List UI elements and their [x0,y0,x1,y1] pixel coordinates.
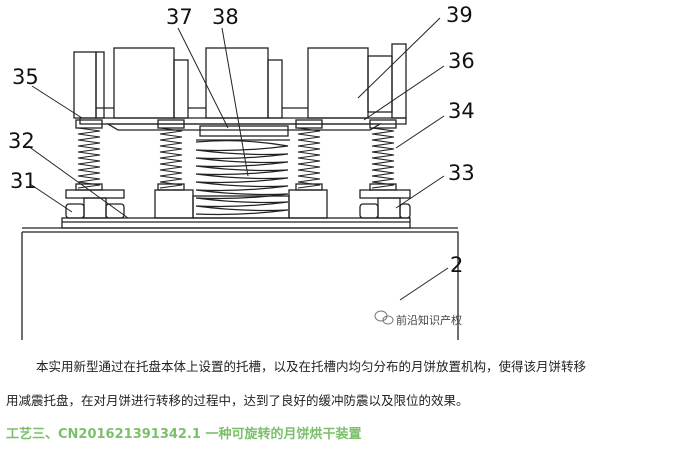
paragraph-line-2: 用减震托盘，在对月饼进行转移的过程中，达到了良好的缓冲防震以及限位的效果。 [6,393,469,408]
watermark: 前沿知识产权 [374,310,462,327]
patent-drawing: 37 38 39 35 36 34 32 31 33 2 前沿知识产权 [8,3,475,340]
callout-37: 37 [166,5,193,29]
leader-lines [27,17,449,301]
base-body [21,227,459,340]
bottom-plate [61,217,411,229]
callout-2: 2 [450,253,463,277]
callout-36: 36 [448,49,475,73]
callout-38: 38 [212,5,239,29]
section-heading: 工艺三、CN201621391342.1 一种可旋转的月饼烘干装置 [6,427,362,442]
callout-31: 31 [10,169,37,193]
top-body [73,43,407,119]
callout-34: 34 [448,99,475,123]
small-springs [77,127,395,189]
wechat-icon [374,310,394,325]
spring-caps [75,119,397,191]
paragraph-line-1: 本实用新型通过在托盘本体上设置的托槽，以及在托槽内均匀分布的月饼放置机构，使得该… [36,359,587,374]
tray [79,117,407,141]
callout-35: 35 [12,65,39,89]
nut-blocks [65,189,411,219]
callout-39: 39 [446,3,473,27]
callout-33: 33 [448,161,475,185]
center-spring [195,140,289,216]
watermark-text: 前沿知识产权 [396,313,462,327]
callout-32: 32 [8,129,35,153]
